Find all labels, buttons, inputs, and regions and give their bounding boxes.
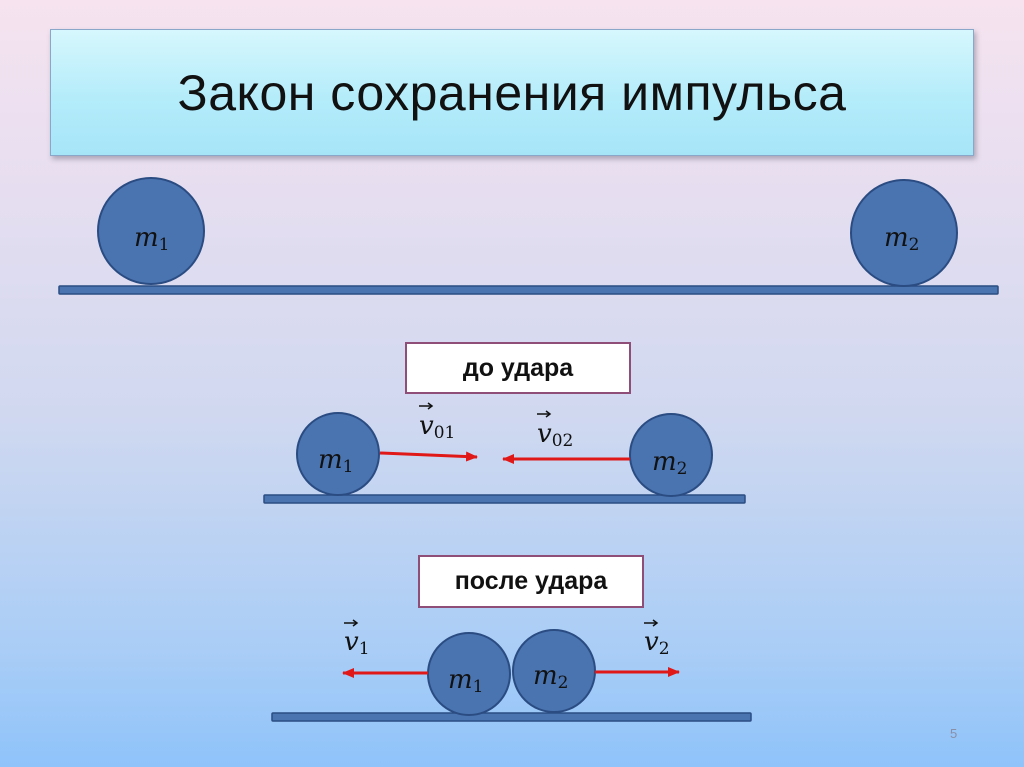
label-v01: ⃗ v01: [419, 402, 455, 443]
label-v02: v02: [537, 410, 573, 451]
label-m2-before: m2: [652, 447, 687, 479]
scene-before: m1 m2 ⃗ v01 v02: [263, 402, 746, 504]
ball-m2-before: [629, 413, 713, 497]
label-m2-initial: m2: [884, 223, 919, 255]
title-box: Закон сохранения импульса: [50, 29, 974, 156]
ball-m2-initial: [850, 179, 958, 287]
label-m2-after: m2: [533, 661, 568, 693]
velocity-arrow-v01: [379, 451, 478, 462]
surface-bar-before: [263, 494, 746, 504]
label-m1-after: m1: [448, 665, 483, 697]
label-m1-initial: m1: [134, 223, 169, 255]
label-m1-before: m1: [318, 445, 353, 477]
svg-text:v2: v2: [644, 627, 670, 659]
surface-bar-after: [271, 712, 752, 722]
scene-initial: m1 m2: [58, 177, 999, 295]
slide-number: 5: [950, 726, 958, 741]
scene-after: m1 m2 v1 v2: [271, 619, 752, 722]
svg-text:v02: v02: [537, 419, 573, 451]
svg-text:v01: v01: [419, 411, 455, 443]
label-v1: v1: [344, 619, 370, 659]
svg-text:v1: v1: [344, 627, 370, 659]
ball-m1-initial: [97, 177, 205, 285]
label-v2: v2: [644, 619, 670, 659]
label-after-collision: после удара: [418, 555, 644, 608]
slide-title: Закон сохранения импульса: [177, 64, 847, 121]
label-before-collision: до удара: [405, 342, 631, 394]
ball-m1-before: [296, 412, 380, 496]
surface-bar-initial: [58, 285, 999, 295]
